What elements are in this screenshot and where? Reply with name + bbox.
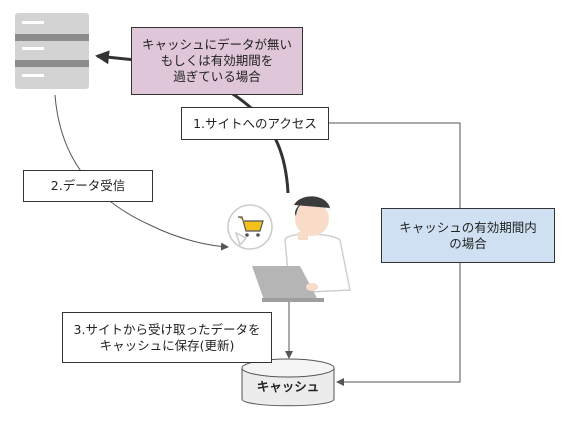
cache-miss-condition-box: キャッシュにデータが無い もしくは有効期間を 過ぎている場合: [131, 27, 303, 95]
step2-receive-data-box: 2.データ受信: [23, 170, 153, 202]
cache-valid-condition-box: キャッシュの有効期間内 の場合: [381, 208, 555, 263]
cache-label: キャッシュ: [256, 378, 320, 394]
cache-cylinder: [241, 358, 335, 407]
shopping-cart-icon: [227, 204, 273, 250]
receive-arrow: [54, 94, 229, 251]
step3-save-cache-box: 3.サイトから受け取ったデータを キャッシュに保存(更新): [62, 312, 272, 363]
step1-site-access-box: 1.サイトへのアクセス: [181, 107, 329, 140]
server-icon: [15, 13, 89, 89]
person-with-laptop-icon: [252, 196, 351, 302]
